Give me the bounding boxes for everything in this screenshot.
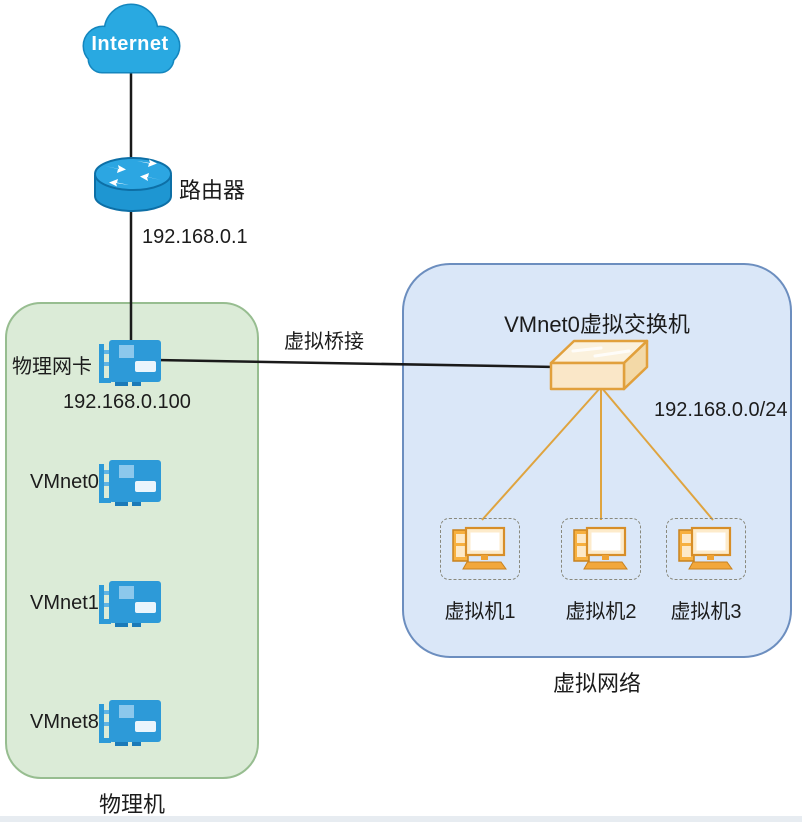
vmnet8-label: VMnet8 [30,711,99,733]
physical-nic-ip: 192.168.0.100 [63,391,191,413]
router-icon [94,157,172,212]
computer-icon [451,526,509,572]
virtual-network-subnet: 192.168.0.0/24 [654,399,788,421]
vm3-label: 虚拟机3 [670,601,742,623]
virtual-switch-label: VMnet0虚拟交换机 [504,312,690,337]
physical-nic-label: 物理网卡 [12,356,92,378]
vm2-icon [561,518,641,580]
bottom-edge-strip [0,816,802,822]
vmnet1-label: VMnet1 [30,592,99,614]
physical-machine-title: 物理机 [98,792,165,817]
internet-label: Internet [91,33,169,55]
link-switch-vm3 [600,386,714,521]
vmnet0-label: VMnet0 [30,471,99,493]
router-label: 路由器 [179,178,246,203]
vm1-label: 虚拟机1 [444,601,516,623]
internet-cloud-icon [82,3,181,74]
physical-nic-icon [99,338,163,386]
link-bridge [155,358,557,369]
vm1-icon [440,518,520,580]
link-switch-vm1 [481,386,602,521]
computer-icon [677,526,735,572]
vm2-label: 虚拟机2 [565,601,637,623]
virtual-network-box [402,263,792,658]
vm3-icon [666,518,746,580]
router-ip: 192.168.0.1 [142,226,248,248]
vmnet1-nic-icon [99,579,163,627]
virtual-network-title: 虚拟网络 [552,671,641,696]
virtual-switch-icon [549,339,649,391]
vmnet8-nic-icon [99,698,163,746]
vmnet0-nic-icon [99,458,163,506]
bridge-label: 虚拟桥接 [284,331,364,353]
computer-icon [572,526,630,572]
